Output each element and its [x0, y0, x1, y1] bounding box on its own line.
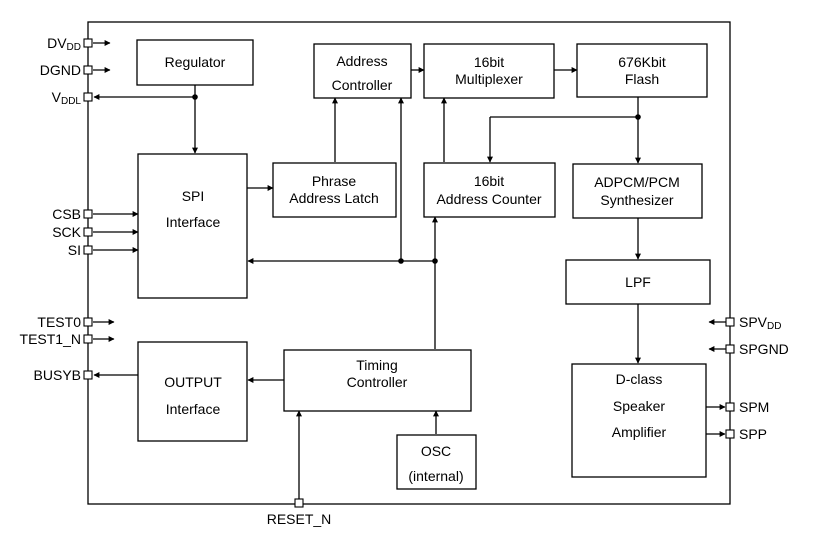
pin-labels: DVDD DGND VDDL CSB SCK SI TEST0 TEST1_N … [20, 35, 789, 527]
pin-csb [83, 209, 93, 219]
pin-label-busyb: BUSYB [34, 367, 81, 383]
osc-label-line2: (internal) [408, 468, 463, 484]
pin-spp [725, 429, 735, 439]
pin-reset-n [294, 498, 304, 508]
amplifier-label-line1: D-class [616, 371, 663, 387]
pin-label-vddl: VDDL [52, 89, 82, 107]
wires [93, 40, 726, 499]
output-interface-label-line1: OUTPUT [164, 374, 222, 390]
pin-vddl [83, 92, 93, 102]
pins [83, 38, 735, 508]
phrase-address-latch-block: Phrase Address Latch [272, 162, 397, 218]
synthesizer-label-line2: Synthesizer [600, 192, 673, 208]
address-counter-block: 16bit Address Counter [423, 162, 556, 218]
amplifier-label-line3: Amplifier [612, 424, 667, 440]
pin-label-dgnd: DGND [40, 62, 81, 78]
synthesizer-block: ADPCM/PCM Synthesizer [572, 163, 703, 219]
chip-outline [87, 21, 731, 505]
pin-si [83, 245, 93, 255]
flash-label-line2: Flash [625, 71, 659, 87]
spi-interface-label-line1: SPI [182, 188, 205, 204]
pin-dgnd [83, 65, 93, 75]
pin-test1-n [83, 334, 93, 344]
pin-label-dvdd: DVDD [47, 35, 81, 53]
osc-label-line1: OSC [421, 443, 451, 459]
junction-dot [635, 114, 641, 120]
pin-dvdd [83, 38, 93, 48]
pin-spm [725, 402, 735, 412]
flash-label-line1: 676Kbit [618, 54, 666, 70]
pin-label-test0: TEST0 [37, 314, 81, 330]
spi-interface-label-line2: Interface [166, 214, 221, 230]
pin-label-si: SI [68, 242, 81, 258]
pin-label-csb: CSB [52, 206, 81, 222]
phrase-latch-label-line1: Phrase [312, 173, 357, 189]
phrase-latch-label-line2: Address Latch [289, 190, 379, 206]
spi-interface-block: SPI Interface [137, 153, 248, 299]
address-counter-label-line1: 16bit [474, 173, 504, 189]
flash-block: 676Kbit Flash [576, 43, 708, 98]
address-controller-block: Address Controller [313, 43, 412, 99]
pin-label-spp: SPP [739, 426, 767, 442]
multiplexer-block: 16bit Multiplexer [423, 43, 555, 99]
dclass-amplifier-block: D-class Speaker Amplifier [571, 363, 707, 478]
pin-label-test1-n: TEST1_N [20, 331, 81, 347]
pin-label-reset-n: RESET_N [267, 511, 332, 527]
pin-spgnd [725, 344, 735, 354]
multiplexer-label-line2: Multiplexer [455, 71, 523, 87]
osc-block: OSC (internal) [396, 434, 477, 490]
output-interface-label-line2: Interface [166, 401, 221, 417]
address-controller-label-line1: Address [336, 53, 387, 69]
regulator-block: Regulator [136, 39, 254, 86]
timing-controller-block: Timing Controller [283, 349, 472, 412]
pin-label-spm: SPM [739, 399, 769, 415]
pin-label-spvdd: SPVDD [739, 314, 781, 332]
junction-dot [432, 258, 438, 264]
timing-controller-label-line1: Timing [356, 357, 398, 373]
pin-label-sck: SCK [52, 224, 81, 240]
pin-label-spgnd: SPGND [739, 341, 789, 357]
junction-dot [192, 94, 198, 100]
address-controller-label-line2: Controller [332, 77, 393, 93]
output-interface-block: OUTPUT Interface [137, 341, 248, 442]
pin-test0 [83, 317, 93, 327]
multiplexer-label-line1: 16bit [474, 54, 504, 70]
pin-spvdd [725, 317, 735, 327]
pin-busyb [83, 370, 93, 380]
pin-sck [83, 227, 93, 237]
lpf-block: LPF [565, 259, 711, 305]
regulator-label: Regulator [165, 54, 226, 70]
junction-dot [398, 258, 404, 264]
timing-controller-label-line2: Controller [347, 374, 408, 390]
synthesizer-label-line1: ADPCM/PCM [594, 174, 680, 190]
lpf-label: LPF [625, 274, 651, 290]
address-counter-label-line2: Address Counter [436, 191, 541, 207]
amplifier-label-line2: Speaker [613, 398, 665, 414]
